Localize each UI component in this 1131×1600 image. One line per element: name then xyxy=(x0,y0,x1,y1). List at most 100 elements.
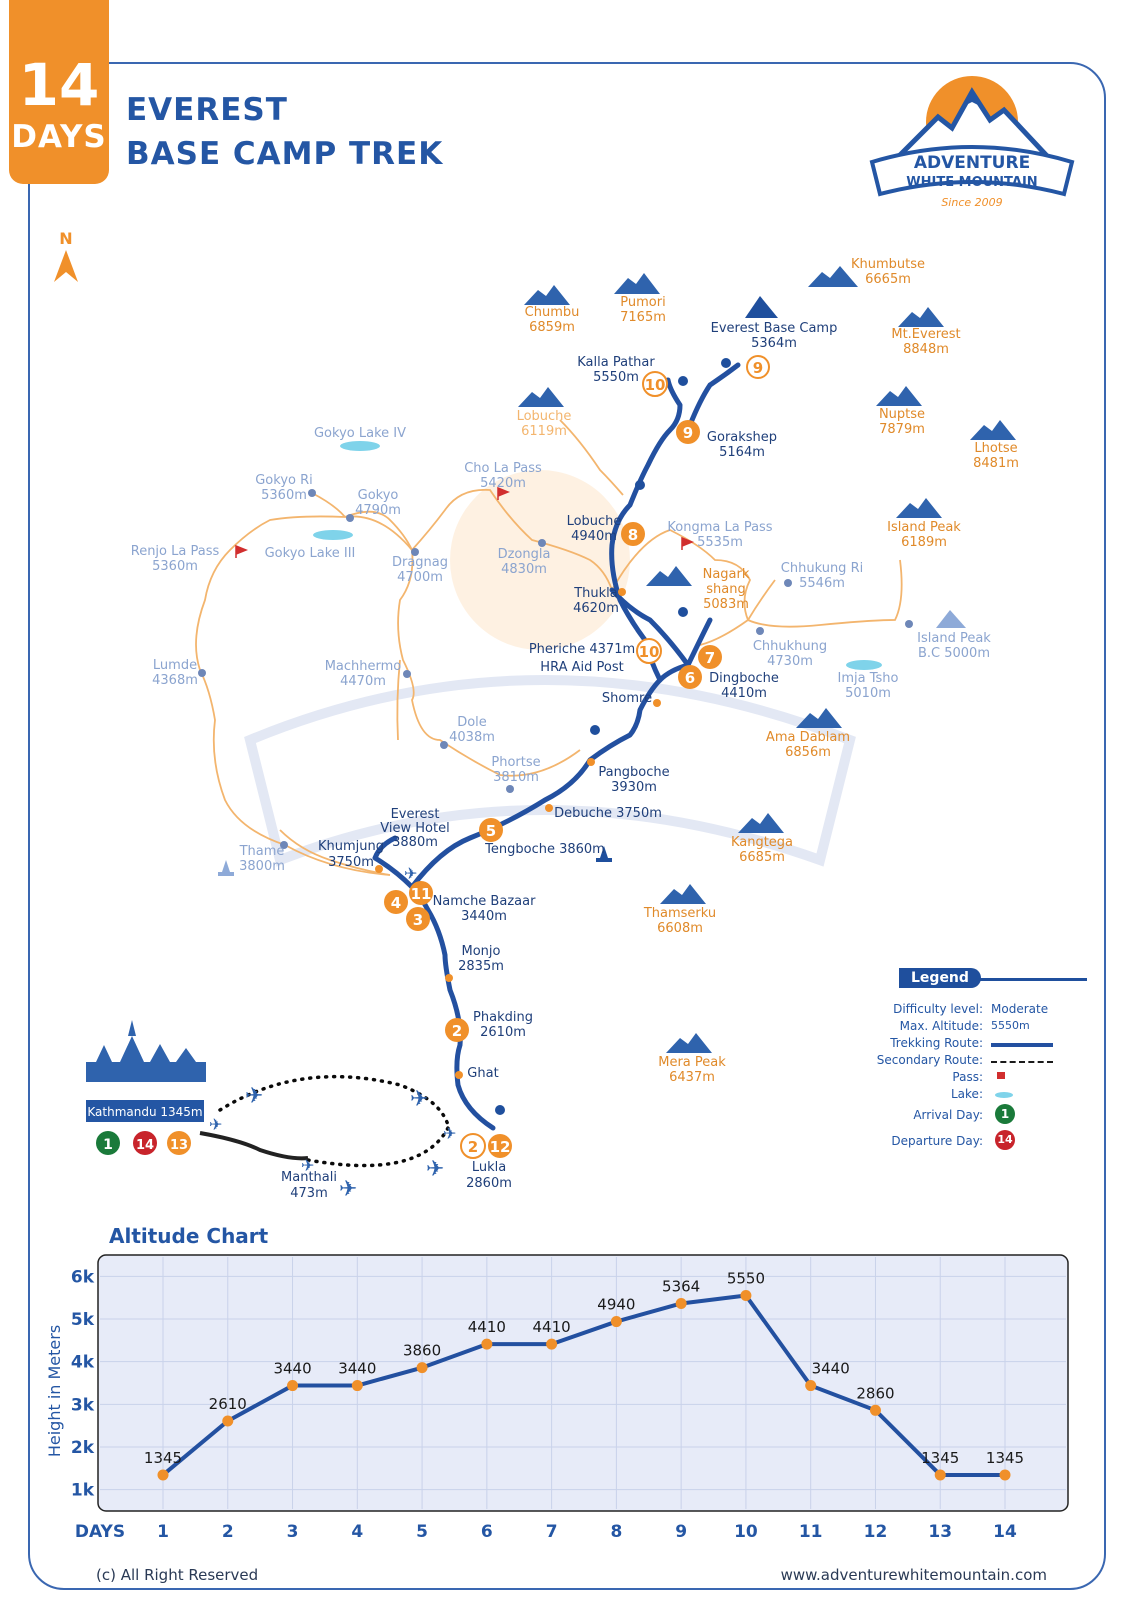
y-tick-label: 5k xyxy=(71,1310,95,1330)
x-tick-label: 10 xyxy=(734,1522,758,1542)
side-place-labels: Gokyo Lake IV Gokyo Ri 5360m Gokyo 4790m… xyxy=(131,426,992,874)
days-word: DAYS xyxy=(11,119,107,155)
watermark-banner xyxy=(244,675,856,867)
peak-name: Lobuche xyxy=(517,409,572,424)
mountain-icon xyxy=(796,708,842,728)
side-place-name: Chhukhung xyxy=(753,639,827,654)
days-number: 14 xyxy=(18,51,100,119)
airplane-icon: ✈ xyxy=(426,1157,444,1182)
side-place-name: Cho La Pass xyxy=(464,461,542,476)
footer-website[interactable]: www.adventurewhitemountain.com xyxy=(780,1566,1047,1584)
airplane-icon: ✈ xyxy=(410,1087,428,1112)
trekker-icon xyxy=(495,1105,505,1115)
x-tick-label: 2 xyxy=(222,1522,234,1542)
side-place-alt: 5420m xyxy=(480,476,526,491)
chart-xlabel: DAYS xyxy=(75,1522,125,1542)
stupa-icon xyxy=(218,860,234,876)
place-name: Everest Base Camp xyxy=(711,321,838,336)
side-place-name: Dzongla xyxy=(498,547,551,562)
data-point xyxy=(675,1297,687,1309)
place-alt: 3440m xyxy=(461,909,507,924)
peak-name: Ama Dablam xyxy=(766,730,850,745)
flight-routes xyxy=(218,1074,450,1168)
data-label: 3860 xyxy=(403,1342,441,1360)
airplane-icon: ✈ xyxy=(339,1177,357,1202)
mountain-icon xyxy=(896,498,942,518)
place-name: Monjo xyxy=(462,944,501,959)
side-place-alt: 4038m xyxy=(449,730,495,745)
side-place-name: Dole xyxy=(457,715,487,730)
day-marker: 12 xyxy=(490,1138,511,1156)
trekker-icons xyxy=(495,358,731,1115)
peak-alt: 6856m xyxy=(785,745,831,760)
place-name: Dingboche xyxy=(709,671,779,686)
x-tick-label: 8 xyxy=(610,1522,622,1542)
place-name: Thukla xyxy=(573,586,618,601)
peak-alt: 6685m xyxy=(739,850,785,865)
mountain-icon xyxy=(660,884,706,904)
place-name: Namche Bazaar xyxy=(433,894,537,909)
place-name: Pheriche 4371m xyxy=(529,642,635,657)
side-place-alt: 5360m xyxy=(261,488,307,503)
logo-name-1: ADVENTURE xyxy=(914,153,1030,173)
mountain-icon xyxy=(808,266,858,287)
side-place-alt: 5360m xyxy=(152,559,198,574)
peak-markers xyxy=(518,266,1016,1053)
place-alt: 4940m xyxy=(571,529,617,544)
day-marker: 3 xyxy=(413,911,423,929)
place-name: Khumjung xyxy=(318,839,384,854)
page-title: EVEREST BASE CAMP TREK xyxy=(126,88,443,176)
mountain-icon xyxy=(898,307,944,327)
side-place-alt: 4700m xyxy=(397,570,443,585)
place-name: 3880m xyxy=(392,835,438,850)
pass-flag-icon xyxy=(997,1072,1005,1079)
airplane-icon: ✈ xyxy=(301,1156,314,1175)
logo-name-2: WHITE MOUNTAIN xyxy=(906,175,1037,190)
footer-copyright: (c) All Right Reserved xyxy=(96,1566,259,1584)
side-place-alt: 3800m xyxy=(239,859,285,874)
x-tick-label: 12 xyxy=(864,1522,888,1542)
place-alt: 4620m xyxy=(573,601,619,616)
place-alt: 2860m xyxy=(466,1176,512,1191)
legend-altitude-value: 5550m xyxy=(991,1019,1030,1032)
place-name: Lukla xyxy=(472,1160,506,1175)
place-alt: 5364m xyxy=(751,336,797,351)
data-point xyxy=(869,1404,881,1416)
peak-name: Thamserku xyxy=(643,906,716,921)
data-point xyxy=(999,1469,1011,1481)
peak-alt: 7879m xyxy=(879,422,925,437)
peak-alt: 6608m xyxy=(657,921,703,936)
side-place-alt: 5535m xyxy=(697,535,743,550)
north-arrow-icon xyxy=(54,250,78,282)
peak-alt: 8848m xyxy=(903,342,949,357)
mountain-icon xyxy=(970,420,1016,440)
legend-pass-label: Pass: xyxy=(952,1070,983,1084)
start-badges: 1 14 13 xyxy=(96,1131,191,1155)
x-tick-label: 6 xyxy=(481,1522,493,1542)
trekker-icon xyxy=(721,358,731,368)
side-place-name: Imja Tsho xyxy=(838,671,899,686)
data-point xyxy=(157,1469,169,1481)
side-place-name: Thame xyxy=(239,844,285,859)
days-badge: 14 DAYS xyxy=(9,0,109,184)
peak-alt: 8481m xyxy=(973,456,1019,471)
trekker-icon xyxy=(678,376,688,386)
plane-icons: ✈ ✈ ✈ ✈ ✈ ✈ ✈ ✈ xyxy=(209,864,456,1202)
lake-icon xyxy=(846,660,882,670)
day-marker: 2 xyxy=(468,1138,478,1156)
peak-name: Mt.Everest xyxy=(891,327,960,342)
x-tick-label: 5 xyxy=(416,1522,428,1542)
stupa-icon xyxy=(596,846,612,862)
legend-arrival-label: Arrival Day: xyxy=(913,1108,983,1122)
place-name: Ghat xyxy=(467,1066,498,1081)
data-label: 1345 xyxy=(144,1449,182,1467)
airplane-icon: ✈ xyxy=(443,1124,456,1143)
side-place-name: Kongma La Pass xyxy=(667,520,772,535)
chart-ylabel: Height in Meters xyxy=(45,1325,64,1457)
day-marker: 6 xyxy=(685,669,695,687)
lake-icon xyxy=(340,441,380,451)
tent-icon xyxy=(936,610,966,628)
trekker-icon xyxy=(678,607,688,617)
mountain-icon xyxy=(524,285,570,305)
